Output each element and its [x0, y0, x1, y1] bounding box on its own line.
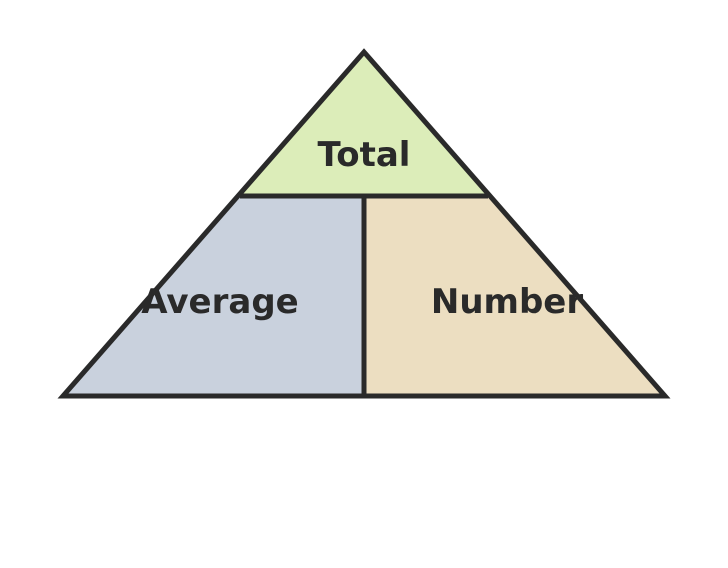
section-total — [240, 52, 488, 196]
label-total: Total — [318, 135, 411, 175]
label-number: Number — [431, 282, 583, 322]
section-number — [364, 196, 665, 396]
label-average: Average — [141, 282, 298, 322]
section-average — [63, 196, 364, 396]
